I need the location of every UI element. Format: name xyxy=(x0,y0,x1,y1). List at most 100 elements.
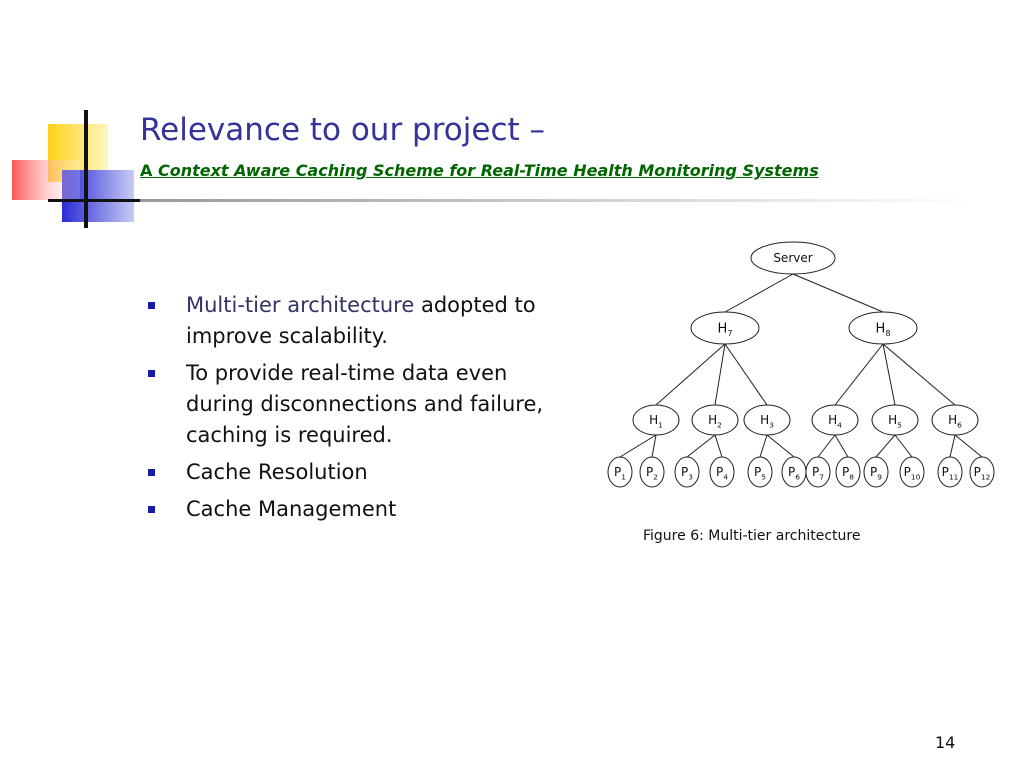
patient-node-9-label: P9 xyxy=(870,465,882,481)
patient-node-10-label: P10 xyxy=(904,465,921,481)
patient-node-10-shape xyxy=(899,456,925,488)
bullet-square-icon xyxy=(148,370,155,377)
corner-decoration xyxy=(12,110,980,228)
diagram-edge xyxy=(651,434,657,458)
hub-node-2-shape xyxy=(691,404,739,436)
list-item: Cache Resolution xyxy=(146,457,546,488)
hub-node-7: H7 xyxy=(690,311,760,345)
bullet-text: adopted to improve scalability. xyxy=(186,293,536,348)
subtitle-text: Context Aware Caching Scheme for Real-Ti… xyxy=(157,161,819,180)
diagram-edge xyxy=(714,343,726,406)
diagram-edge xyxy=(817,434,836,458)
page-subtitle: A Context Aware Caching Scheme for Real-… xyxy=(140,161,819,180)
title-rule xyxy=(140,199,980,202)
hub-node-2-label: H2 xyxy=(708,413,722,429)
bullet-list: Multi-tier architecture adopted to impro… xyxy=(146,290,546,531)
page-title: Relevance to our project – xyxy=(140,112,545,148)
diagram-edge xyxy=(875,434,896,458)
diagram-edge xyxy=(655,343,726,406)
red-block xyxy=(12,160,80,200)
bullet-square-icon xyxy=(148,506,155,513)
patient-node-4-shape xyxy=(709,456,735,488)
bullet-text: To provide real-time data even during di… xyxy=(186,361,544,447)
hub-node-3-shape xyxy=(743,404,791,436)
figure-caption: Figure 6: Multi-tier architecture xyxy=(643,528,861,544)
list-item: To provide real-time data even during di… xyxy=(146,358,546,451)
hub-node-4-label: H4 xyxy=(828,413,842,429)
hub-node-7-label: H7 xyxy=(718,322,733,339)
patient-node-6: P6 xyxy=(781,456,807,488)
hub-node-4-shape xyxy=(811,404,859,436)
hub-node-3: H3 xyxy=(743,404,791,436)
bullet-square-icon xyxy=(148,302,155,309)
list-item: Multi-tier architecture adopted to impro… xyxy=(146,290,546,352)
diagram-edge xyxy=(882,343,896,406)
patient-node-8: P8 xyxy=(835,456,861,488)
patient-node-11: P11 xyxy=(937,456,963,488)
hub-node-6: H6 xyxy=(931,404,979,436)
patient-node-1-shape xyxy=(607,456,633,488)
diagram-edge xyxy=(759,434,768,458)
diagram-edge xyxy=(686,434,716,458)
diagram-edge xyxy=(834,434,849,458)
patient-node-8-label: P8 xyxy=(842,465,854,481)
diagram-edge xyxy=(792,273,884,313)
list-item: Cache Management xyxy=(146,494,546,525)
diagram-edge xyxy=(766,434,795,458)
diagram-edge xyxy=(949,434,956,458)
patient-node-5-shape xyxy=(747,456,773,488)
patient-node-3-label: P3 xyxy=(681,465,693,481)
hub-node-8-shape xyxy=(848,311,918,345)
hub-node-8: H8 xyxy=(848,311,918,345)
patient-node-10: P10 xyxy=(899,456,925,488)
server-node-label: Server xyxy=(773,251,812,265)
diagram-edge xyxy=(954,434,983,458)
bullet-text: Cache Management xyxy=(186,497,397,521)
diagram-edges xyxy=(619,273,983,458)
diagram-edge xyxy=(882,343,956,406)
patient-node-11-label: P11 xyxy=(942,465,959,481)
patient-node-1-label: P1 xyxy=(614,465,626,481)
patient-node-6-label: P6 xyxy=(788,465,800,481)
patient-node-2: P2 xyxy=(639,456,665,488)
bullet-highlight: Multi-tier architecture xyxy=(186,293,415,317)
diagram-edge xyxy=(724,273,794,313)
patient-node-2-shape xyxy=(639,456,665,488)
patient-node-4: P4 xyxy=(709,456,735,488)
patient-node-8-shape xyxy=(835,456,861,488)
bullet-square-icon xyxy=(148,469,155,476)
diagram-edge xyxy=(834,343,884,406)
hub-node-5-shape xyxy=(871,404,919,436)
patient-node-5: P5 xyxy=(747,456,773,488)
hub-node-4: H4 xyxy=(811,404,859,436)
patient-node-7-shape xyxy=(805,456,831,488)
patient-node-3: P3 xyxy=(674,456,700,488)
server-node: Server xyxy=(750,241,836,275)
diagram-edge xyxy=(724,343,768,406)
hub-node-1-shape xyxy=(632,404,680,436)
subtitle-lead: A xyxy=(140,161,153,180)
page-number: 14 xyxy=(935,733,956,752)
diagram-edge xyxy=(619,434,657,458)
hub-node-1-label: H1 xyxy=(649,413,663,429)
horizontal-bar xyxy=(48,199,148,202)
patient-node-12: P12 xyxy=(969,456,995,488)
patient-node-11-shape xyxy=(937,456,963,488)
patient-node-7-label: P7 xyxy=(812,465,824,481)
hub-node-2: H2 xyxy=(691,404,739,436)
server-node-shape xyxy=(750,241,836,275)
hub-node-6-shape xyxy=(931,404,979,436)
patient-node-12-shape xyxy=(969,456,995,488)
patient-node-1: P1 xyxy=(607,456,633,488)
patient-node-9-shape xyxy=(863,456,889,488)
bullet-text: Cache Resolution xyxy=(186,460,368,484)
patient-node-12-label: P12 xyxy=(974,465,991,481)
patient-node-3-shape xyxy=(674,456,700,488)
hub-node-5: H5 xyxy=(871,404,919,436)
patient-node-4-label: P4 xyxy=(716,465,728,481)
diagram-edge xyxy=(714,434,723,458)
hub-node-3-label: H3 xyxy=(760,413,774,429)
hub-node-7-shape xyxy=(690,311,760,345)
patient-node-9: P9 xyxy=(863,456,889,488)
